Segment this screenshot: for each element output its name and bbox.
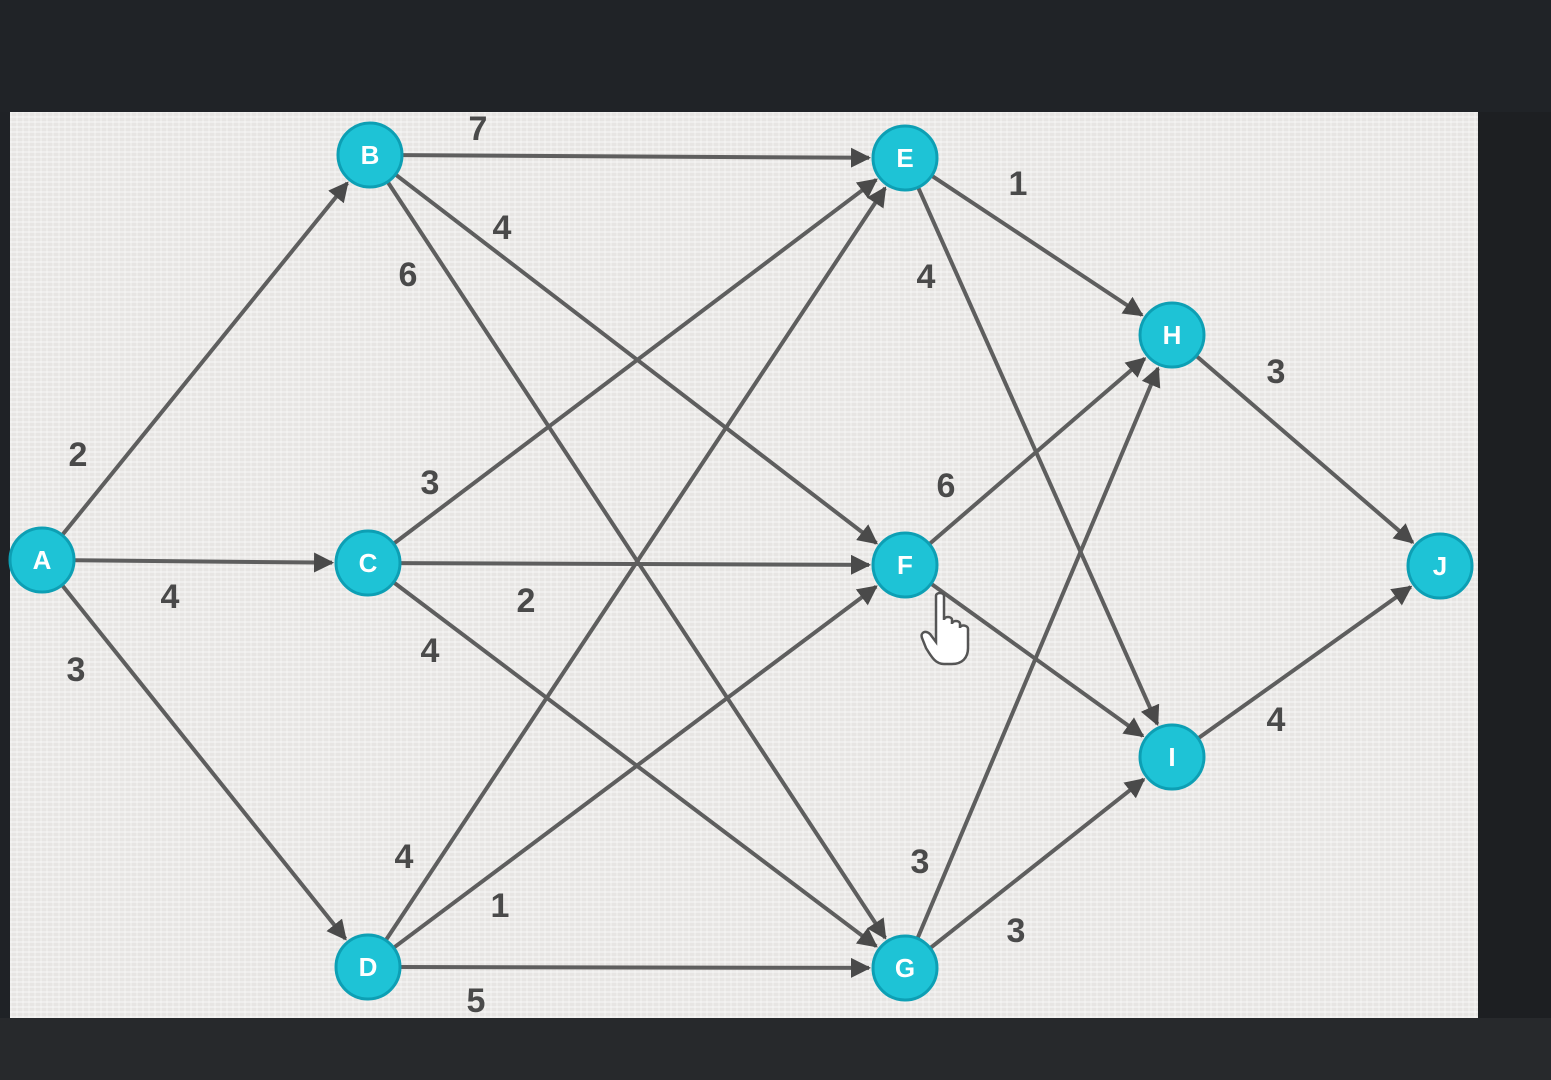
edge-h-j <box>1194 354 1415 545</box>
nodes: A B C D E F G H I J <box>8 121 1474 1002</box>
node-circle <box>1406 532 1474 600</box>
node-circle <box>871 531 939 599</box>
node-h: H <box>1138 301 1206 369</box>
node-j: J <box>1406 532 1474 600</box>
edge-weight-b-f: 4 <box>493 209 512 247</box>
edge-weight-c-g: 4 <box>421 632 440 670</box>
node-circle <box>334 529 402 597</box>
node-label: J <box>1433 551 1447 581</box>
edge-weights: 2 4 3 7 4 6 3 2 4 4 1 5 1 4 6 3 3 3 4 <box>67 110 1286 1020</box>
hand-pointer-icon <box>920 591 970 666</box>
edge-c-e <box>392 178 878 546</box>
edge-weight-d-f: 1 <box>491 887 510 925</box>
node-e: E <box>871 124 939 192</box>
edge-weight-i-j: 4 <box>1267 701 1286 739</box>
monitor-bezel-top <box>0 0 1551 112</box>
edge-weight-f-h: 6 <box>937 467 956 505</box>
monitor-bezel-right <box>1478 112 1551 1018</box>
node-label: C <box>359 548 378 578</box>
edge-weight-b-g: 6 <box>399 256 418 294</box>
node-label: I <box>1168 742 1175 772</box>
edge-g-h <box>915 366 1161 940</box>
node-b: B <box>336 121 404 189</box>
node-label: D <box>359 952 378 982</box>
edge-weight-a-d: 3 <box>67 651 86 689</box>
edge-b-e <box>401 147 872 168</box>
edge-e-i <box>916 186 1160 726</box>
node-label: A <box>33 545 52 575</box>
node-circle <box>871 124 939 192</box>
edge-a-c <box>73 552 335 573</box>
node-circle <box>8 526 76 594</box>
edge-weight-c-f: 2 <box>517 582 536 620</box>
node-g: G <box>871 934 939 1002</box>
node-i: I <box>1138 723 1206 791</box>
edge-weight-g-i: 3 <box>1007 912 1026 950</box>
node-a: A <box>8 526 76 594</box>
edge-a-d <box>60 583 348 941</box>
edge-weight-a-c: 4 <box>161 578 180 616</box>
edge-c-g <box>392 580 878 948</box>
edge-g-i <box>928 777 1146 950</box>
node-label: E <box>896 143 913 173</box>
node-circle <box>871 934 939 1002</box>
node-label: H <box>1163 320 1182 350</box>
edge-d-e <box>384 186 887 942</box>
node-c: C <box>334 529 402 597</box>
edge-weight-a-b: 2 <box>69 436 88 474</box>
edge-d-f <box>392 584 878 950</box>
edges <box>60 147 1415 978</box>
node-label: B <box>361 140 380 170</box>
edge-weight-d-g: 5 <box>467 982 486 1020</box>
monitor-bezel-bottom <box>0 1018 1551 1080</box>
node-d: D <box>334 933 402 1001</box>
edge-weight-e-i: 4 <box>917 258 936 296</box>
edge-i-j <box>1196 585 1413 741</box>
node-label: F <box>897 550 913 580</box>
node-circle <box>1138 723 1206 791</box>
node-circle <box>334 933 402 1001</box>
edge-d-g <box>399 957 872 978</box>
node-f: F <box>871 531 939 599</box>
edge-weight-d-e: 4 <box>395 838 414 876</box>
node-circle <box>1138 301 1206 369</box>
edge-e-h <box>930 174 1144 317</box>
edge-a-b <box>60 181 349 537</box>
edge-f-h <box>927 356 1147 546</box>
edge-weight-c-e: 3 <box>421 464 440 502</box>
edge-weight-e-h: 1 <box>1009 165 1028 203</box>
edge-weight-g-h: 3 <box>911 843 930 881</box>
edge-weight-h-j: 3 <box>1267 353 1286 391</box>
node-label: G <box>895 953 915 983</box>
edge-weight-b-e: 7 <box>469 110 488 148</box>
node-circle <box>336 121 404 189</box>
